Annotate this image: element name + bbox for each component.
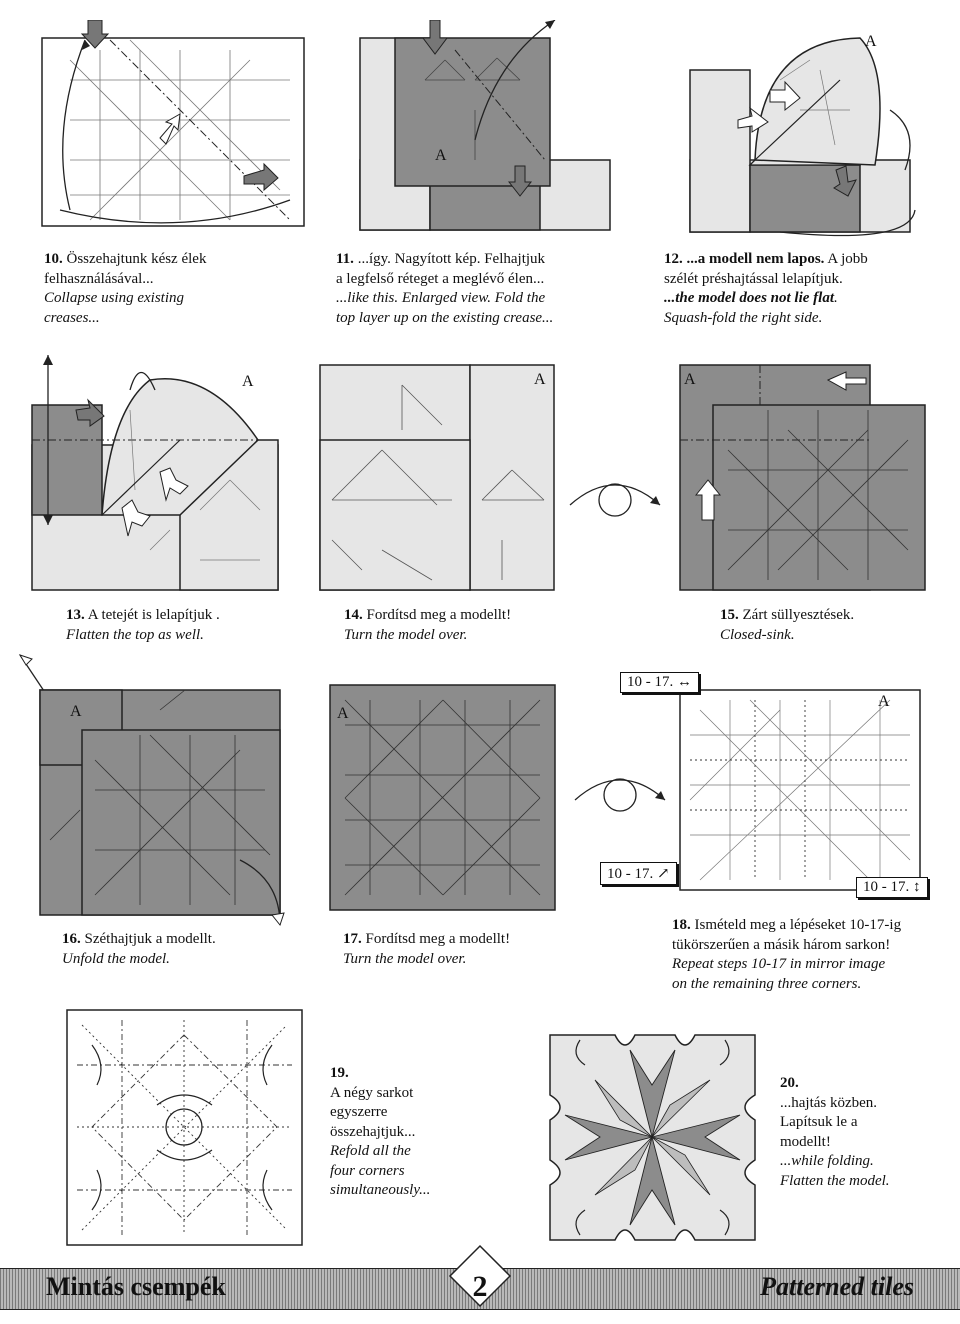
caption-step-20: 20. ...hajtás közben. Lapítsuk le a mode… bbox=[780, 1075, 890, 1189]
caption-step-15: 15. Zárt süllyesztések. Closed-sink. bbox=[720, 607, 855, 643]
diagram-step-18: A bbox=[679, 689, 921, 891]
caption-step-11: 11. ...így. Nagyított kép. Felhajtjuk a … bbox=[336, 251, 554, 326]
repeat-box-diagonal: 10 - 17. ↗ bbox=[600, 862, 677, 885]
caption-step-19: 19. A négy sarkot egyszerre összehajtjuk… bbox=[330, 1065, 431, 1198]
diagram-step-16: A bbox=[18, 654, 285, 927]
corner-label: A bbox=[435, 147, 447, 164]
caption-step-17: 17. Fordítsd meg a modellt! Turn the mod… bbox=[343, 931, 511, 967]
footer-title-en: Patterned tiles bbox=[760, 1272, 914, 1301]
diagram-step-13: A bbox=[31, 355, 279, 591]
diagram-step-19 bbox=[66, 1009, 303, 1246]
diagram-step-15: A bbox=[679, 364, 926, 591]
corner-label: A bbox=[337, 705, 349, 722]
caption-step-12: 12. ...a modell nem lapos. A jobb szélét… bbox=[664, 251, 868, 326]
caption-step-18: 18. Ismételd meg a lépéseket 10-17-ig tü… bbox=[672, 917, 902, 992]
corner-label: A bbox=[70, 703, 82, 720]
repeat-box-horizontal: 10 - 17. ↔ bbox=[620, 672, 699, 693]
diagram-step-10 bbox=[41, 20, 305, 227]
corner-label: A bbox=[865, 33, 877, 50]
page-number: 2 bbox=[472, 1270, 488, 1303]
caption-step-14: 14. Fordítsd meg a modellt! Turn the mod… bbox=[344, 607, 512, 643]
footer-title-hu: Mintás csempék bbox=[46, 1272, 226, 1301]
diagram-step-14: A bbox=[319, 364, 555, 591]
turn-over-symbol bbox=[569, 483, 661, 517]
diagram-step-11: A bbox=[359, 20, 611, 231]
diagram-step-20 bbox=[549, 1034, 756, 1241]
caption-step-13: 13. A tetejét is lelapítjuk . Flatten th… bbox=[66, 607, 220, 643]
caption-step-10: 10. Összehajtunk kész élek felhasználásá… bbox=[44, 251, 207, 326]
diagram-step-17: A bbox=[329, 684, 556, 911]
corner-label: A bbox=[878, 693, 890, 710]
corner-label: A bbox=[684, 371, 696, 388]
page-number-diamond-icon bbox=[448, 1244, 512, 1308]
diagram-step-12: A bbox=[689, 33, 916, 237]
corner-label: A bbox=[242, 373, 254, 390]
caption-step-16: 16. Széthajtjuk a modellt. Unfold the mo… bbox=[62, 931, 216, 967]
repeat-box-vertical: 10 - 17. ↕ bbox=[856, 877, 928, 898]
corner-label: A bbox=[534, 371, 546, 388]
turn-over-symbol-2 bbox=[574, 778, 666, 812]
